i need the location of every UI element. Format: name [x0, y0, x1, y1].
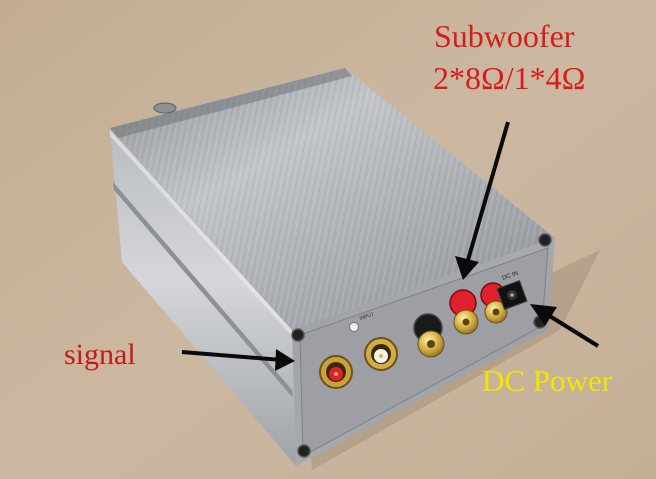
subwoofer-label: Subwoofer [434, 18, 575, 54]
rca-input-right [364, 337, 398, 371]
dc-power-jack [496, 279, 528, 311]
input-marking: INPUT [359, 312, 375, 322]
input-screw [349, 322, 359, 332]
screw-top-right [538, 233, 552, 247]
enclosure-left-side-edge [110, 130, 292, 336]
impedance-label: 2*8Ω/1*4Ω [433, 60, 586, 96]
arrow-signal [181, 349, 295, 371]
enclosure-top-brush [110, 68, 555, 330]
arrow-subwoofer [455, 121, 510, 280]
dc-in-marking: DC IN [502, 271, 519, 282]
screw-top-left [291, 328, 305, 342]
enclosure-left-side [110, 130, 296, 466]
speaker-terminal-black [413, 313, 445, 358]
back-knob [153, 102, 177, 114]
speaker-terminal-red-left [449, 289, 479, 335]
dc-power-label: DC Power [482, 363, 613, 398]
enclosure-top-bevel [110, 68, 352, 138]
rca-input-left [319, 355, 353, 389]
enclosure-left-side-groove [113, 182, 293, 398]
arrow-dc-power [530, 304, 600, 348]
signal-label: signal [64, 338, 136, 371]
screw-bottom-left [297, 444, 311, 458]
